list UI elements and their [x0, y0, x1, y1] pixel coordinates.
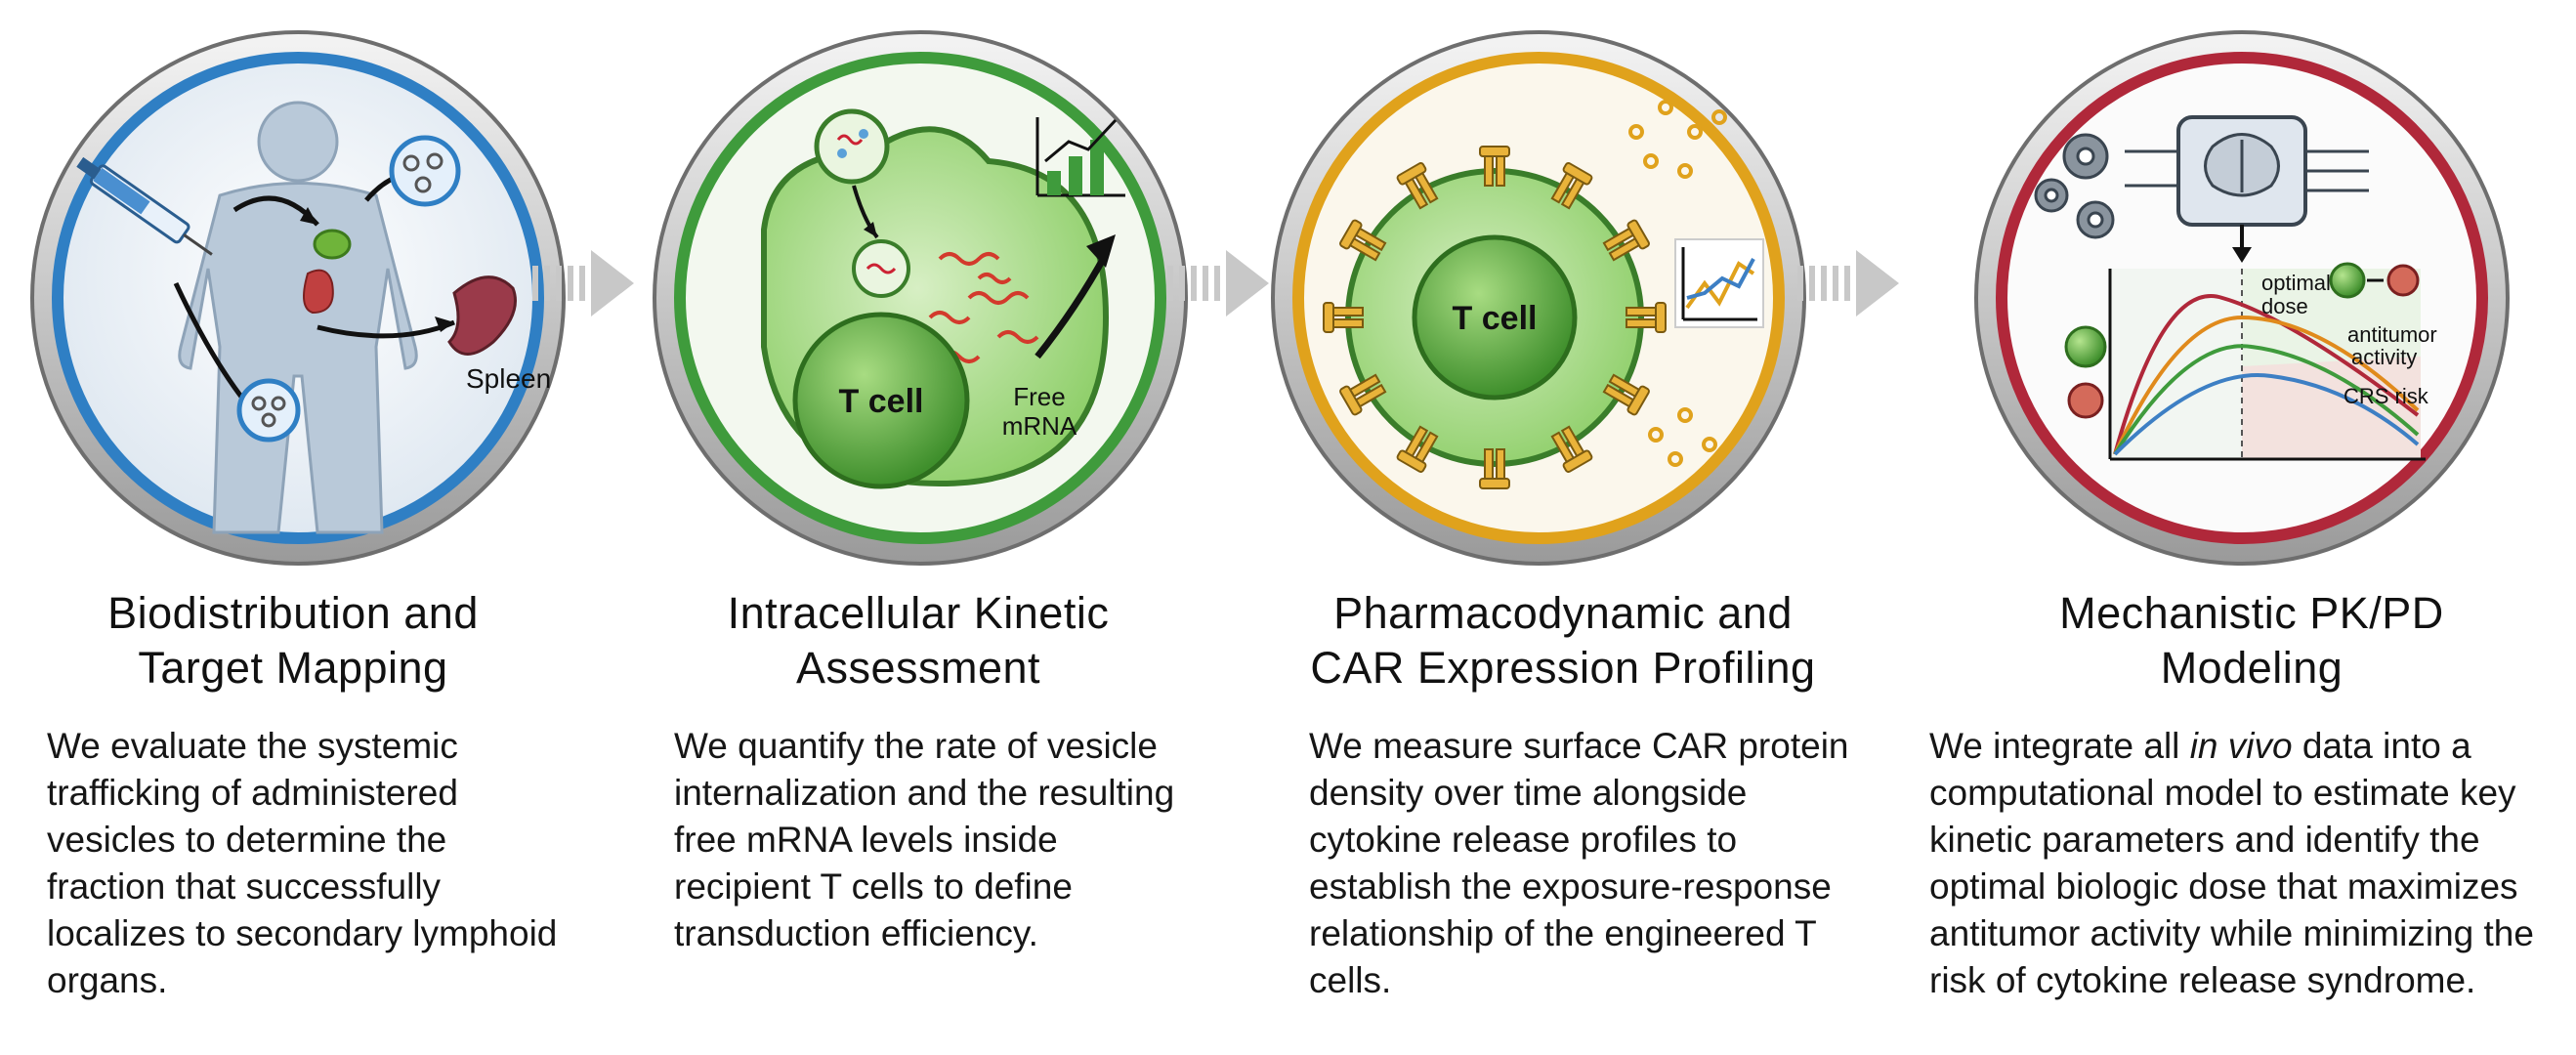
arrow-right-icon: [1167, 250, 1269, 316]
bar-chart-icon: [1035, 117, 1125, 197]
line-chart-icon: [1674, 238, 1764, 328]
step3-circle: T cell: [1271, 30, 1806, 566]
dose-label: dose: [2261, 294, 2308, 318]
step3-title-line2: CAR Expression Profiling: [1310, 643, 1816, 693]
car-receptors: [1323, 146, 1667, 489]
activity-label: activity: [2351, 345, 2417, 369]
step-pharmacodynamic: T cell: [1270, 0, 1856, 1055]
step3-illustration: T cell: [1265, 24, 1812, 571]
arrow-right-icon: [532, 250, 634, 316]
step1-title-line2: Target Mapping: [138, 643, 448, 693]
human-silhouette-icon: [178, 101, 418, 534]
step2-description: We quantify the rate of vesicle internal…: [674, 726, 1175, 953]
vesicle-icon: [814, 108, 910, 298]
step2-circle: T cell Free mRNA: [653, 30, 1188, 566]
step1-circle: Spleen: [30, 30, 566, 566]
syringe-icon: [76, 156, 213, 256]
step4-circle: optimal dose antitumor activity CRS risk: [1974, 30, 2510, 566]
free-label: Free: [1013, 382, 1065, 411]
step1-title: Biodistribution and Target Mapping: [0, 586, 586, 696]
arrow-right-icon: [1797, 250, 1899, 316]
step3-description: We measure surface CAR protein density o…: [1309, 726, 1849, 1000]
cytokine-particles: [1628, 100, 1727, 467]
vesicle-icon: [236, 135, 461, 443]
tumor-cell-icon-left: [2067, 382, 2104, 419]
step2-title-line1: Intracellular Kinetic: [727, 588, 1110, 638]
step4-desc-part1: We integrate all: [1929, 726, 2190, 766]
t-cell-icon: [2329, 262, 2366, 299]
gear-icon: [2034, 133, 2115, 239]
step4-title-line2: Modeling: [2160, 643, 2344, 693]
step2-title-line2: Assessment: [795, 643, 1041, 693]
step4-title-line1: Mechanistic PK/PD: [2059, 588, 2444, 638]
trend-arrow-icon: [1035, 252, 1110, 359]
flow-arrow-3: [1797, 244, 1905, 322]
spleen-label: Spleen: [466, 363, 551, 394]
crs-risk-label: CRS risk: [2344, 384, 2429, 408]
step4-desc-part2: data into a computational model to estim…: [1929, 726, 2534, 1000]
step4-desc-italic: in vivo: [2189, 726, 2293, 766]
flow-arrow-2: [1167, 244, 1275, 322]
step1-description: We evaluate the systemic trafficking of …: [47, 726, 558, 1000]
spleen-icon: [447, 275, 517, 356]
step-intracellular-kinetics: T cell Free mRNA Intracellular Kinetic A…: [625, 0, 1211, 1055]
step2-title: Intracellular Kinetic Assessment: [625, 586, 1211, 696]
step4-illustration: optimal dose antitumor activity CRS risk: [1968, 24, 2515, 571]
t-cell-icon-left: [2064, 325, 2107, 368]
step2-illustration: T cell Free mRNA: [647, 24, 1194, 571]
optimal-label: optimal: [2261, 271, 2331, 295]
t-cell-nucleus: [792, 312, 970, 489]
step3-title-line1: Pharmacodynamic and: [1333, 588, 1793, 638]
flow-arrow-1: [532, 244, 640, 322]
step4-description: We integrate all in vivo data into a com…: [1929, 723, 2555, 1004]
t-cell-label: T cell: [839, 383, 924, 420]
tumor-cell-icon: [2386, 264, 2420, 297]
step-biodistribution: Spleen Biodistribution and Target Mappin…: [0, 0, 586, 1055]
step1-title-line1: Biodistribution and: [107, 588, 479, 638]
mrna-label: mRNA: [1002, 411, 1077, 441]
antitumor-label: antitumor: [2347, 322, 2437, 347]
brain-chip-icon: [2125, 115, 2369, 263]
line-chart-icon: [2108, 269, 2426, 461]
t-cell-label: T cell: [1453, 300, 1538, 337]
step1-illustration: Spleen: [24, 24, 571, 571]
step-pkpd-modeling: optimal dose antitumor activity CRS risk…: [1929, 0, 2534, 1055]
step4-title: Mechanistic PK/PD Modeling: [1959, 586, 2545, 696]
step3-title: Pharmacodynamic and CAR Expression Profi…: [1250, 586, 1876, 696]
mrna-strands: [928, 252, 1039, 363]
